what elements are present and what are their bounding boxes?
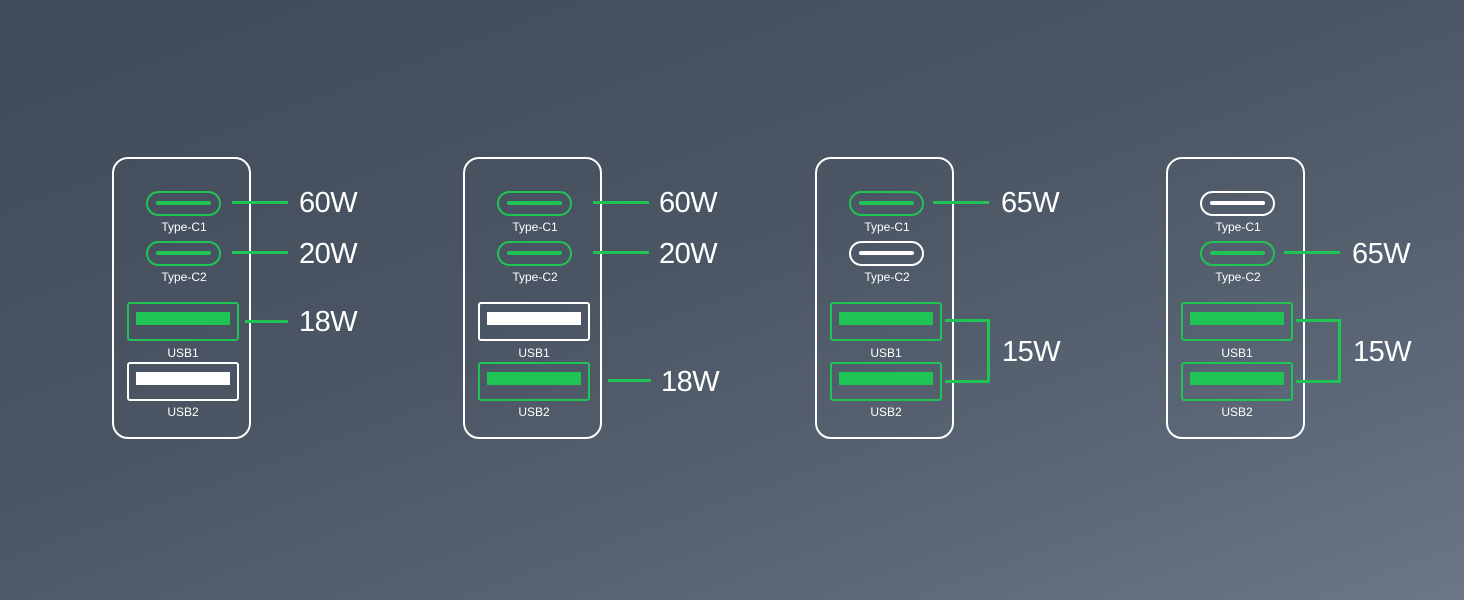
type-c2-port [1200,241,1275,266]
charger-outline [1166,157,1305,439]
connector-line [593,251,649,254]
type-c2-port [497,241,572,266]
connector-line [1284,251,1340,254]
usb1-label: USB1 [1221,346,1253,360]
type-c1-wattage: 65W [1001,187,1060,219]
type-c2-label: Type-C2 [161,270,207,284]
connector-line [232,251,288,254]
usb1-label: USB1 [518,346,550,360]
usb1-port [830,302,942,341]
usb1-wattage: 18W [299,306,358,338]
connector-line [933,201,989,204]
usb-shared-wattage: 15W [1353,336,1412,368]
type-c2-label: Type-C2 [1215,270,1261,284]
type-c2-wattage: 20W [659,238,718,270]
type-c2-label: Type-C2 [864,270,910,284]
type-c1-port [497,191,572,216]
usb2-label: USB2 [1221,405,1253,419]
type-c1-wattage: 60W [299,187,358,219]
usb1-port [127,302,239,341]
type-c1-label: Type-C1 [1215,220,1261,234]
usb2-port [478,362,590,401]
charger-outline [815,157,954,439]
type-c2-port [146,241,221,266]
usb2-label: USB2 [518,405,550,419]
usb2-port [1181,362,1293,401]
usb1-port [478,302,590,341]
usb2-wattage: 18W [661,366,720,398]
usb1-port [1181,302,1293,341]
type-c2-port [849,241,924,266]
type-c1-port [1200,191,1275,216]
usb2-port [830,362,942,401]
usb2-port [127,362,239,401]
charger-outline [112,157,251,439]
type-c1-port [849,191,924,216]
type-c2-label: Type-C2 [512,270,558,284]
usb2-label: USB2 [167,405,199,419]
connector-line [593,201,649,204]
usb2-label: USB2 [870,405,902,419]
type-c1-wattage: 60W [659,187,718,219]
type-c1-label: Type-C1 [512,220,558,234]
usb-shared-bracket [1296,319,1341,383]
type-c1-port [146,191,221,216]
type-c1-label: Type-C1 [864,220,910,234]
type-c2-wattage: 65W [1352,238,1411,270]
usb-shared-bracket [945,319,990,383]
connector-line [232,201,288,204]
charger-outline [463,157,602,439]
type-c2-wattage: 20W [299,238,358,270]
usb1-label: USB1 [167,346,199,360]
usb1-label: USB1 [870,346,902,360]
type-c1-label: Type-C1 [161,220,207,234]
usb-shared-wattage: 15W [1002,336,1061,368]
connector-line [245,320,288,323]
connector-line [608,379,651,382]
